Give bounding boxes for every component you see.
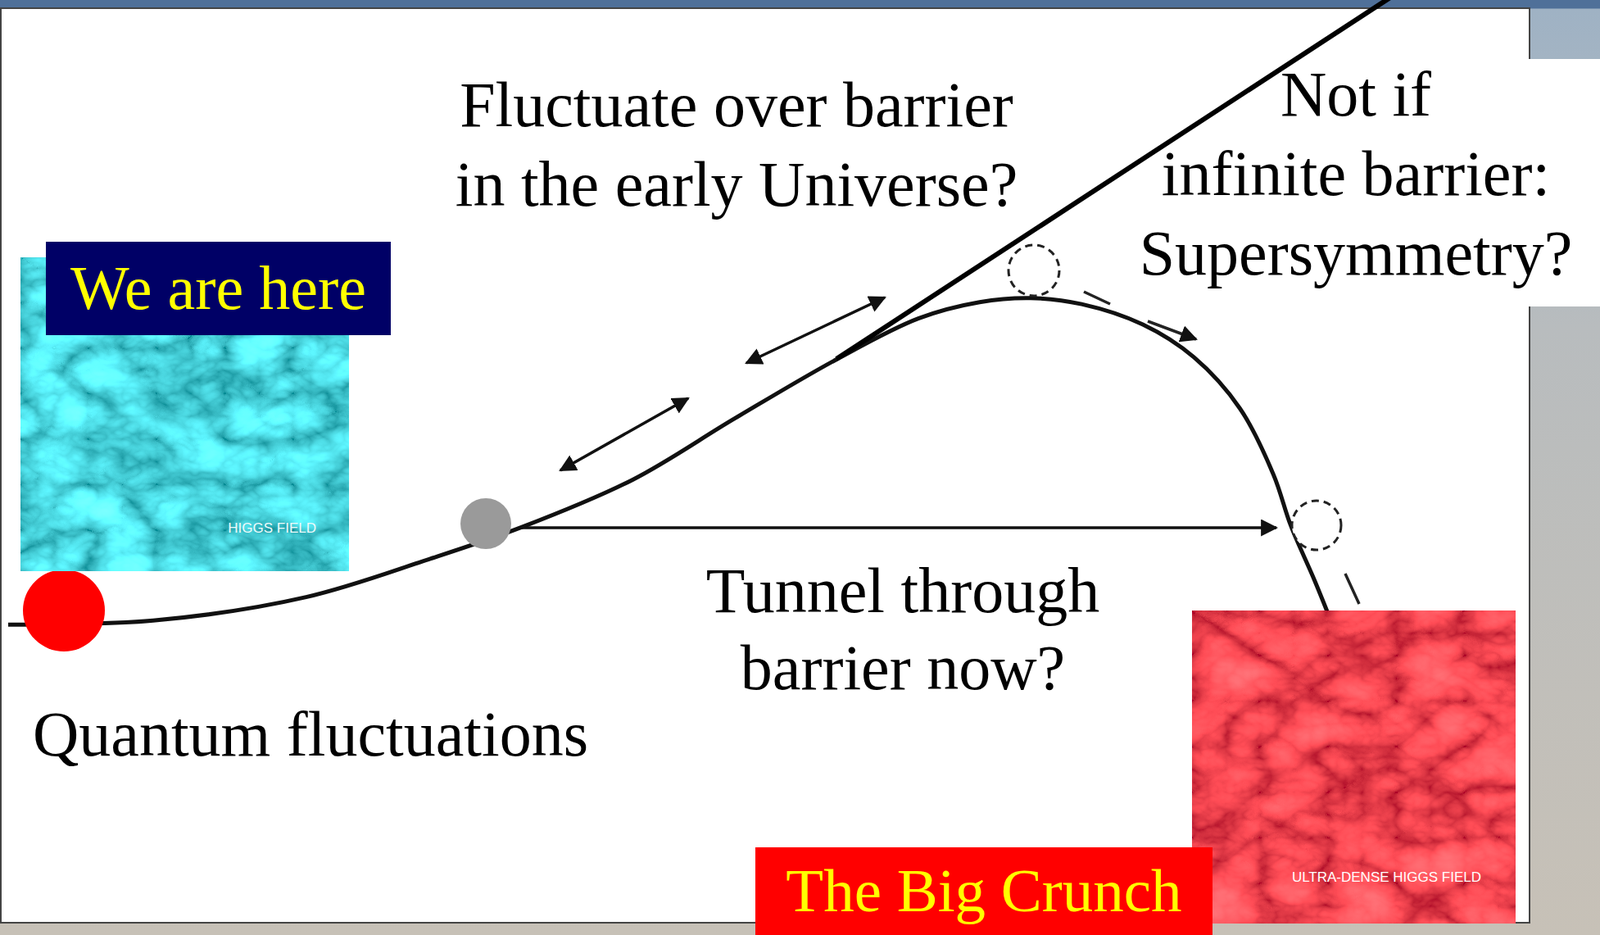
node-text: ULTRA-DENSE HIGGS FIELD <box>1291 869 1482 886</box>
fluctuation-arrow <box>746 297 885 363</box>
roll-dash <box>1083 291 1111 304</box>
question-note: Tunnel through barrier now? <box>706 554 1100 703</box>
roll-arrow <box>1147 321 1197 340</box>
node-text: The Big Crunch <box>785 855 1182 926</box>
roll-dash <box>1345 573 1360 604</box>
node-text: We are here <box>70 252 367 324</box>
wrap-spacer <box>1462 54 1586 128</box>
field-texture-fill <box>1192 610 1516 924</box>
dashed-ball <box>1008 244 1060 296</box>
wrap-spacer <box>1126 54 1250 128</box>
question-note: Fluctuate over barrier in the early Univ… <box>455 68 1019 220</box>
node-text: HIGGS FIELD <box>227 520 317 537</box>
tunnel-arrow <box>521 525 1277 530</box>
caption-note-box: Quantum fluctuations <box>32 695 656 773</box>
vacuum-ball <box>22 569 105 652</box>
question-note-box: Fluctuate over barrier in the early Univ… <box>440 64 1033 224</box>
dashed-ball <box>1291 500 1342 550</box>
fluctuation-arrow <box>560 398 689 471</box>
title-box: The Big Crunch <box>755 847 1213 935</box>
answer-note-box: Not if infinite barrier: Supersymmetry? <box>1126 54 1586 293</box>
field-image: ULTRA-DENSE HIGGS FIELD <box>1192 610 1516 924</box>
question-note-box: Tunnel through barrier now? <box>673 552 1133 707</box>
marker-box: We are here <box>45 241 391 336</box>
answer-note: Not if infinite barrier: Supersymmetry? <box>1139 58 1573 289</box>
field-texture-fill <box>20 257 350 572</box>
grey-ball <box>460 498 512 549</box>
note-patch <box>1130 58 1600 307</box>
caption-note: Quantum fluctuations <box>32 698 589 770</box>
